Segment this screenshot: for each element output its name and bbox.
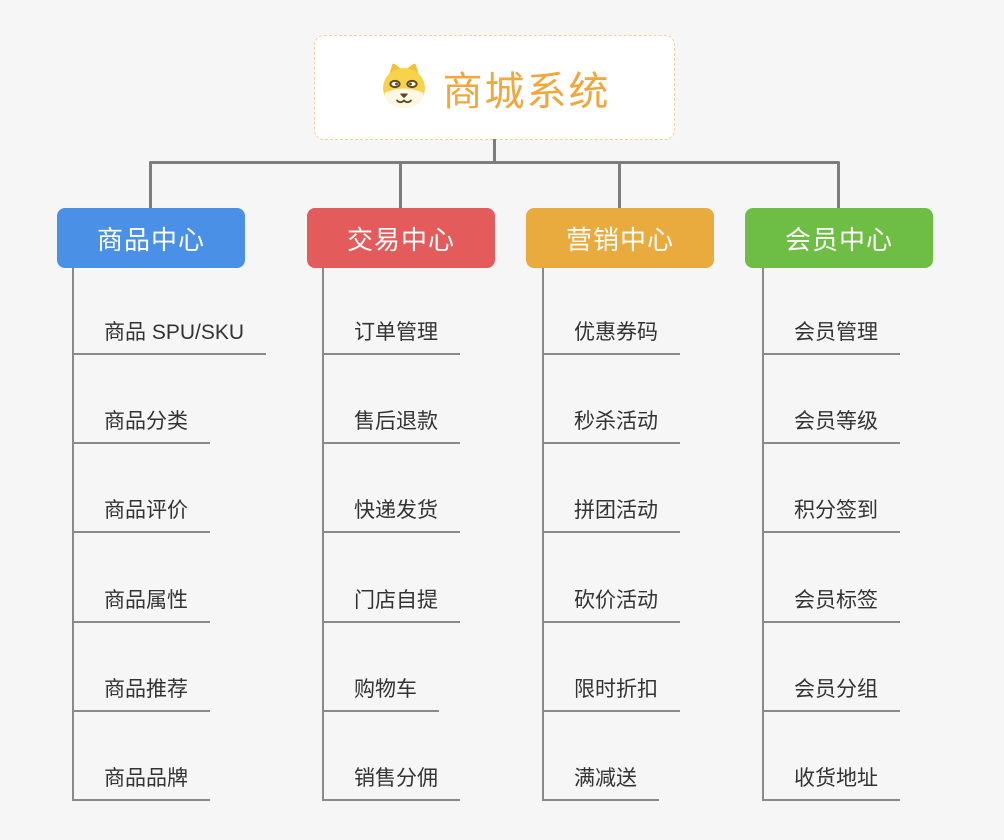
mindmap-leaf[interactable]: 销售分佣 [322, 766, 460, 801]
branch-child-line [72, 268, 74, 799]
branch-child-line [322, 268, 324, 799]
connector-drop-line [837, 163, 840, 209]
mindmap-leaf[interactable]: 会员分组 [762, 677, 900, 712]
connector-root-stem [493, 139, 496, 163]
branch-node-marketing-center[interactable]: 营销中心 [526, 208, 714, 268]
mindmap-leaf[interactable]: 商品推荐 [72, 677, 210, 712]
connector-horizontal-bar [149, 161, 840, 164]
mindmap-leaf[interactable]: 收货地址 [762, 766, 900, 801]
mindmap-leaf[interactable]: 购物车 [322, 677, 439, 712]
connector-drop-line [149, 163, 152, 209]
mindmap-leaf[interactable]: 秒杀活动 [542, 409, 680, 444]
mindmap-leaf[interactable]: 拼团活动 [542, 498, 680, 533]
mindmap-leaf[interactable]: 满减送 [542, 766, 659, 801]
mindmap-leaf[interactable]: 商品属性 [72, 588, 210, 623]
branch-node-member-center[interactable]: 会员中心 [745, 208, 933, 268]
connector-drop-line [618, 163, 621, 209]
dog-face-icon [379, 62, 429, 114]
connector-drop-line [399, 163, 402, 209]
mindmap-leaf[interactable]: 会员等级 [762, 409, 900, 444]
mindmap-leaf[interactable]: 商品评价 [72, 498, 210, 533]
mindmap-leaf[interactable]: 会员标签 [762, 588, 900, 623]
mindmap-leaf[interactable]: 商品品牌 [72, 766, 210, 801]
mindmap-leaf[interactable]: 砍价活动 [542, 588, 680, 623]
mindmap-leaf[interactable]: 限时折扣 [542, 677, 680, 712]
branch-child-line [762, 268, 764, 799]
mindmap-leaf[interactable]: 快递发货 [322, 498, 460, 533]
mindmap-leaf[interactable]: 售后退款 [322, 409, 460, 444]
mindmap-leaf[interactable]: 订单管理 [322, 320, 460, 355]
mindmap-leaf[interactable]: 商品分类 [72, 409, 210, 444]
mindmap-leaf[interactable]: 会员管理 [762, 320, 900, 355]
mindmap-leaf[interactable]: 商品 SPU/SKU [72, 320, 267, 355]
branch-node-trade-center[interactable]: 交易中心 [307, 208, 495, 268]
branch-child-line [542, 268, 544, 799]
root-title: 商城系统 [442, 69, 611, 114]
root-node[interactable]: 商城系统 [314, 35, 675, 140]
branch-node-product-center[interactable]: 商品中心 [57, 208, 245, 268]
mindmap-leaf[interactable]: 门店自提 [322, 588, 460, 623]
mindmap-leaf[interactable]: 优惠券码 [542, 320, 680, 355]
mindmap-leaf[interactable]: 积分签到 [762, 498, 900, 533]
